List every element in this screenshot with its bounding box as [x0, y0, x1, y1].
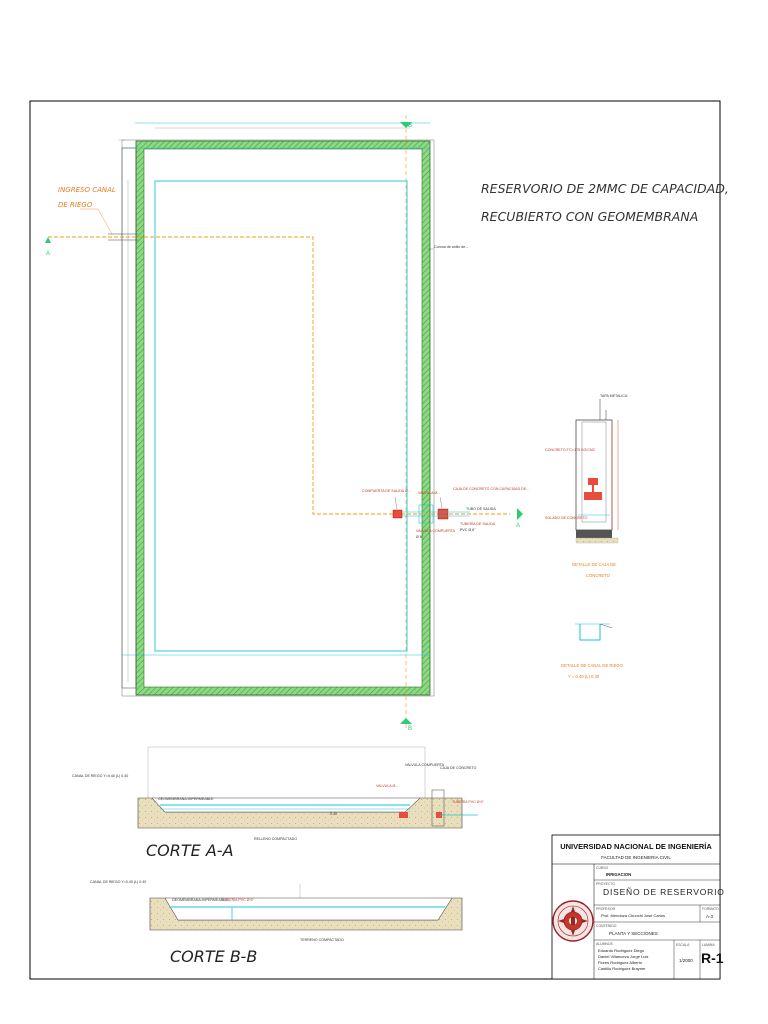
tb-course: IRRIGACION [606, 872, 631, 877]
tb-author-3: Flores Rodriguez Alberto [598, 960, 643, 965]
aa-note1: VALVULA COMPUERTA [405, 763, 445, 767]
bb-canal-note: CANAL DE RIEGO Y=0.40 (L) 0.40 [90, 880, 146, 884]
section-b-arrow-bottom [400, 718, 412, 724]
outlet-valve-2 [437, 508, 449, 520]
inlet-label-line1: INGRESO CANAL [58, 186, 116, 194]
tb-authors-label: ALUMNOS [596, 942, 614, 946]
aa-valve-note: VALVULA Ø... [376, 784, 398, 788]
section-a-arrow-right [517, 508, 523, 520]
tb-content-label: CONTENIDO [596, 924, 617, 928]
aa-note2: CAJA DE CONCRETO [440, 766, 477, 770]
box-note-left2: SOLADO DE CONCRETO [545, 516, 588, 520]
section-b-label-top: B [408, 123, 412, 129]
outlet-small-note1: VALVULA COMPUERTA [416, 529, 456, 533]
section-bb: CANAL DE RIEGO Y=0.40 (L) 0.40 GEOMEMBRA… [90, 880, 463, 966]
section-aa-title: CORTE A-A [146, 841, 234, 860]
tb-sheet-label: LAMINA [702, 943, 715, 947]
tb-scale: 1/2000 [679, 958, 693, 963]
tb-sheet: R-1 [701, 950, 724, 966]
tb-author-2: Daniel Villanueva Jorge Luis [598, 954, 648, 959]
tb-professor-label: PROFESOR [596, 907, 616, 911]
box-detail-label2: CONCRETO [586, 573, 611, 578]
university-seal [552, 900, 594, 942]
drawing-title-line2: RECUBIERTO CON GEOMEMBRANA [481, 209, 698, 224]
canal-detail-label2: Y = 0.40 (L) 0.40 [568, 674, 600, 679]
valve1-note: COMPUERTA DE SALIDA Ø... [362, 489, 411, 493]
pipe-small-note1: TUBERÍA DE SALIDA [460, 522, 496, 526]
section-b-arrow-top [400, 122, 412, 128]
inlet-pipe [48, 236, 510, 515]
aa-relleno-note: RELLENO COMPACTADO [254, 837, 297, 841]
pipe-out-note: TUBO DE SALIDA [466, 507, 496, 511]
detail-canal: DETALLE DE CANAL DE RIEGO Y = 0.40 (L) 0… [561, 623, 624, 679]
section-a-label-right: A [516, 523, 520, 529]
bb-geomem-note: GEOMEMBRANA IMPERMEABLE [172, 898, 228, 902]
section-aa: CANAL DE RIEGO Y=0.40 (L) 0.40 GEOMEMBRA… [72, 746, 485, 860]
section-bb-title: CORTE B-B [170, 947, 257, 966]
section-b-label-bottom: B [408, 726, 412, 732]
aa-geomem-note: GEOMEMBRANA IMPERMEABLE [158, 797, 214, 801]
box-detail-label1: DETALLE DE CAJA DE [572, 562, 616, 567]
section-a-arrow-left [45, 237, 51, 243]
tb-faculty: FACULTAD DE INGENIERIA CIVIL [601, 855, 671, 860]
tb-author-1: Eduardo Rodriguez Diego [598, 948, 645, 953]
tb-author-4: Castillo Rodriguez Brayner [598, 966, 646, 971]
tb-course-label: CURSO [596, 866, 609, 870]
inlet-label-line2: DE RIEGO [58, 201, 93, 209]
detail-concrete-box: TAPA METALICA CONCRETO F'C=175 KG/CM2 SO… [545, 394, 628, 578]
section-a-label-left: A [46, 251, 50, 257]
drawing-title-line1: RESERVORIO DE 2MMC DE CAPACIDAD, [481, 181, 729, 196]
canal-detail-label1: DETALLE DE CANAL DE RIEGO [561, 663, 624, 668]
drawing-frame [29, 100, 721, 980]
title-block: UNIVERSIDAD NACIONAL DE INGENIERÍA FACUL… [551, 834, 725, 980]
bb-pipe-note: TUBERÍA PVC Ø 6" [222, 898, 255, 902]
outlet-small-note2: Ø 6" [416, 535, 424, 539]
tb-university: UNIVERSIDAD NACIONAL DE INGENIERÍA [560, 842, 712, 851]
valve3-note: CAJA DE CONCRETO CON CAPACIDAD DE... [453, 487, 529, 491]
aa-pipe-note: TUBERÍA PVC Ø 6" [452, 800, 485, 804]
pipe-small-note2: PVC Ø 6" [460, 528, 476, 532]
tb-content: PLANTA Y SECCIONES [609, 931, 658, 936]
corona-note: Corona de anillo de... [434, 245, 468, 249]
outlet-valve-1 [392, 509, 403, 519]
tb-format: A-3 [706, 914, 714, 919]
tb-project: DISEÑO DE RESERVORIO [603, 887, 725, 897]
tb-scale-label: ESCALA [676, 943, 690, 947]
tb-format-label: FORMATO [702, 907, 719, 911]
tb-project-label: PROYECTO [596, 882, 615, 886]
plan-view: A A B B INGRESO CANAL DE RIEGO Corona de… [45, 115, 529, 732]
aa-level: 0.40 [330, 812, 337, 816]
bb-relleno-note: TERRENO COMPACTADO [300, 938, 344, 942]
box-note-top: TAPA METALICA [600, 394, 628, 398]
water-level-outline [154, 180, 408, 652]
aa-canal-note: CANAL DE RIEGO Y=0.40 (L) 0.40 [72, 774, 128, 778]
valve2-note: VALVULA Ø... [418, 491, 440, 495]
box-note-left1: CONCRETO F'C=175 KG/CM2 [545, 448, 595, 452]
tb-professor: Prof. Mendoza Chunchi José Carlos [601, 913, 665, 918]
